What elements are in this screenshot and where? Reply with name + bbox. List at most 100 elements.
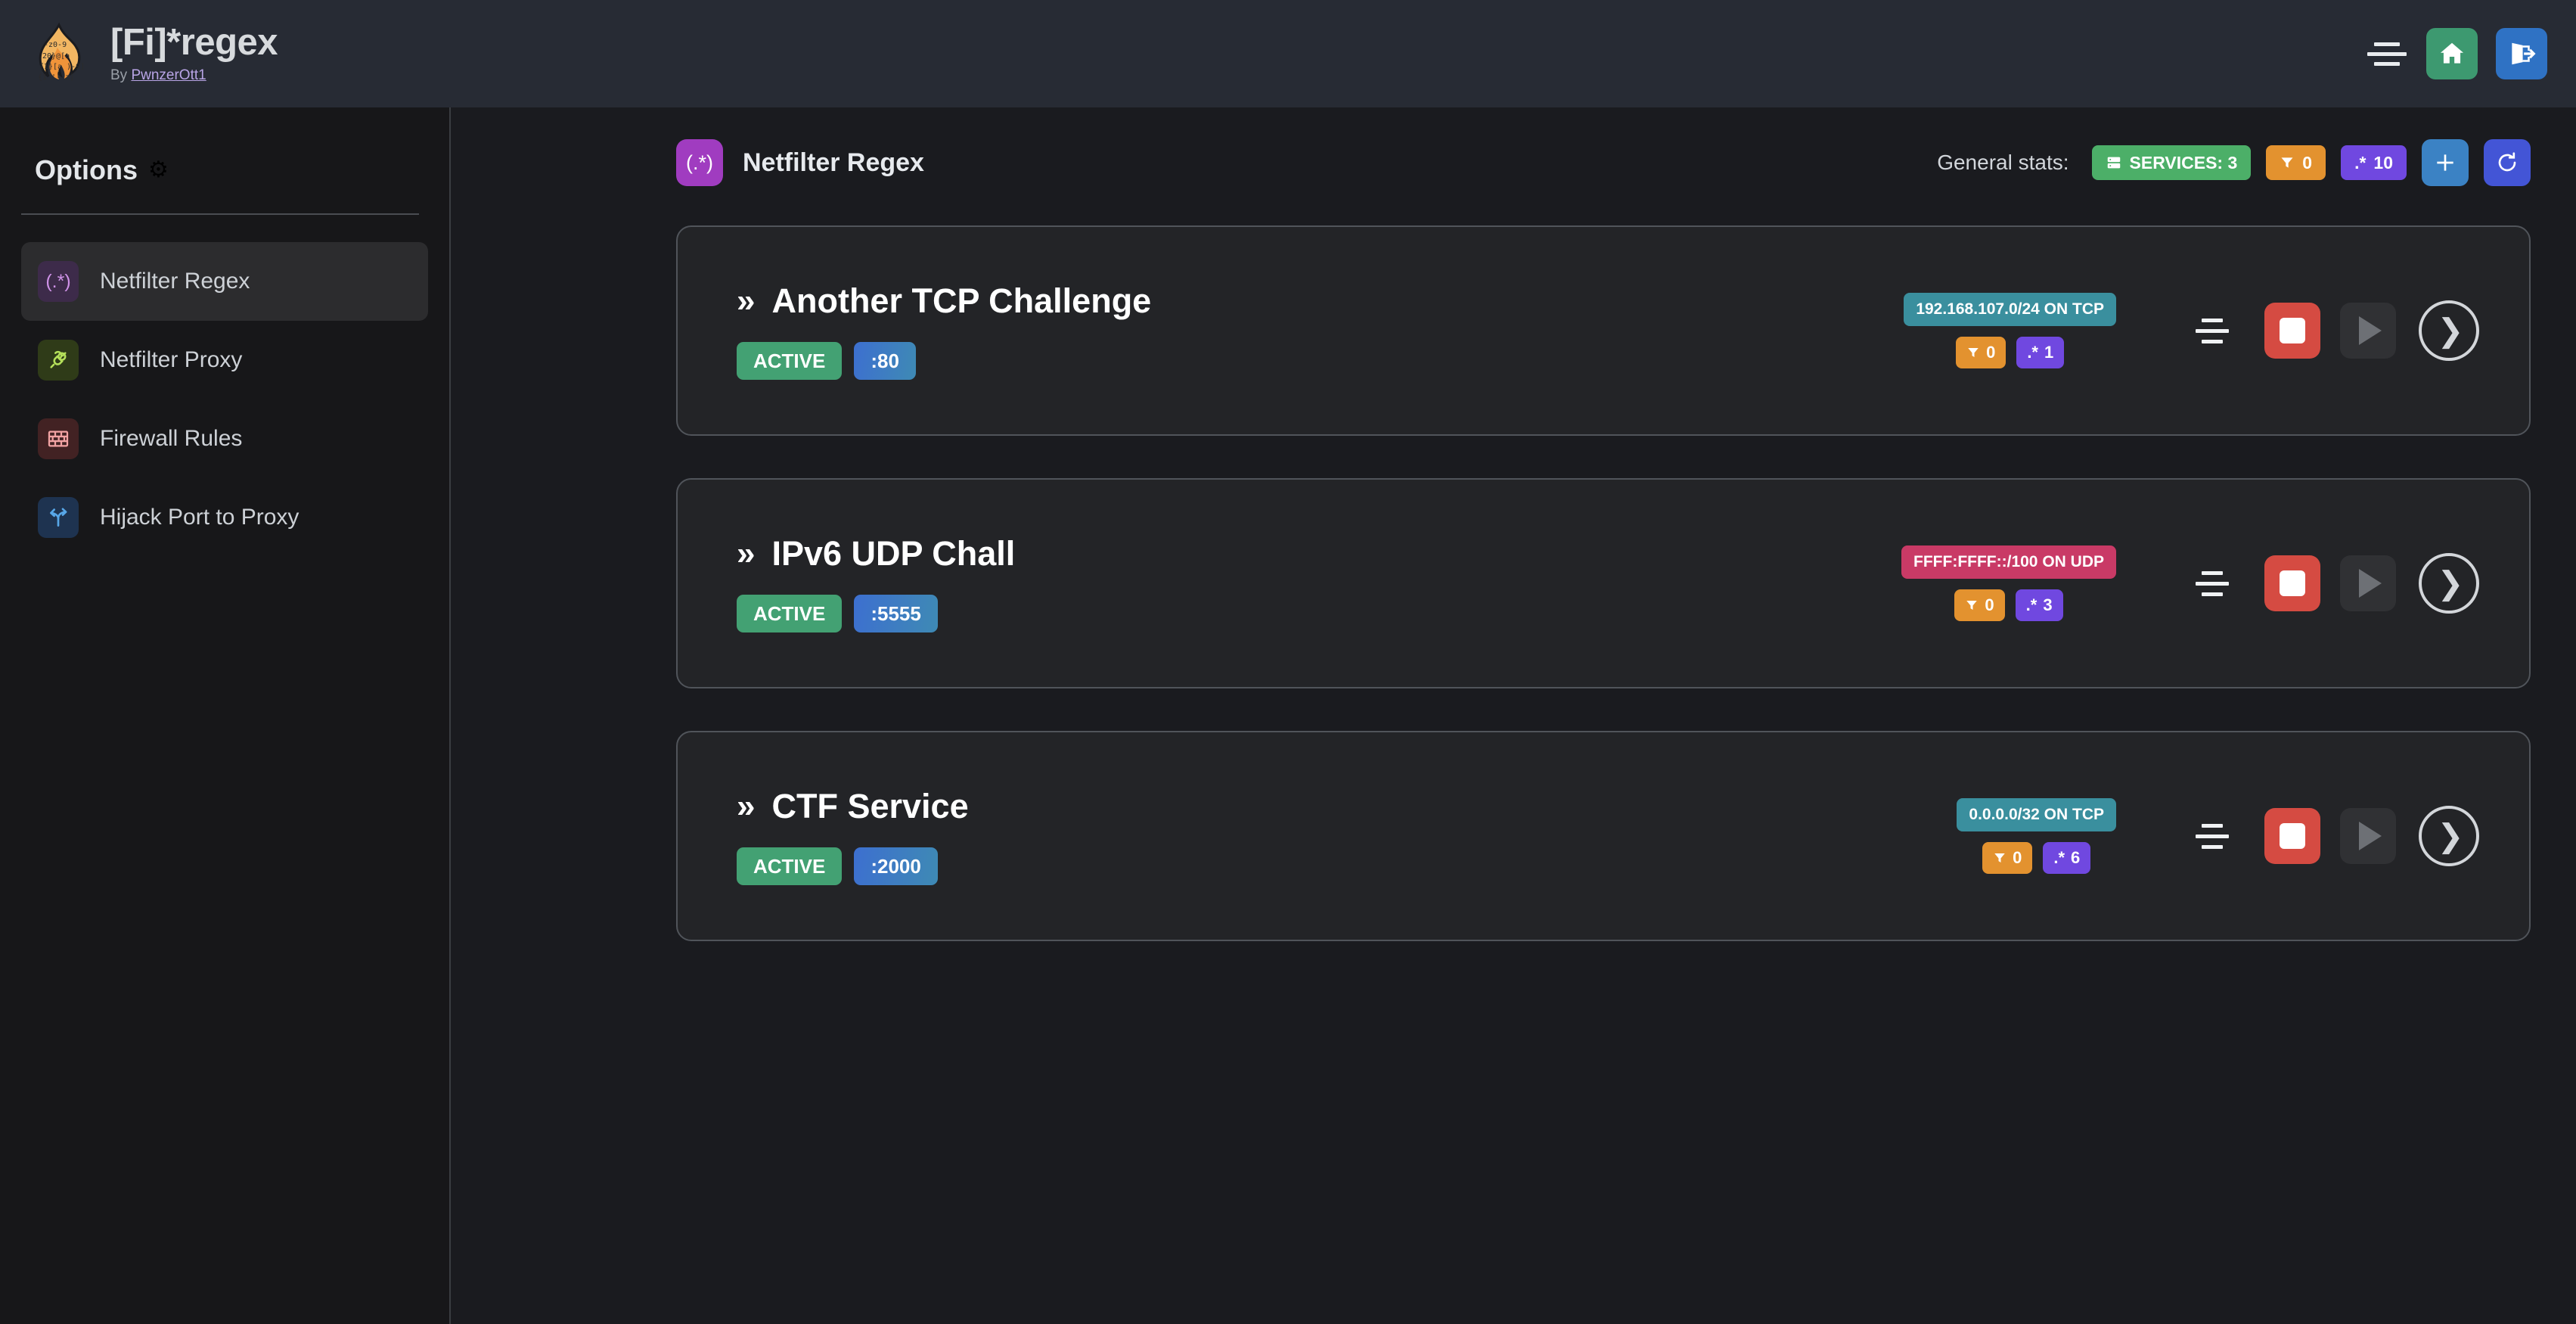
network-badge: 192.168.107.0/24 ON TCP <box>1904 293 2116 326</box>
regex-count-value: 10 <box>2373 152 2393 172</box>
hamburger-menu-icon[interactable] <box>2366 33 2408 75</box>
page-header: (.*) Netfilter Regex General stats: SERV… <box>676 139 2531 186</box>
service-counters: 0 .* 3 <box>1954 589 2063 621</box>
service-title-row: » Another TCP Challenge <box>737 281 1151 321</box>
regex-glyph-icon: .* <box>2027 343 2038 362</box>
drag-handle[interactable] <box>2180 318 2245 343</box>
stop-icon <box>2280 823 2305 849</box>
service-filter-badge: 0 <box>1982 842 2033 874</box>
status-badge: ACTIVE <box>737 595 843 632</box>
stop-button[interactable] <box>2264 808 2320 864</box>
service-regex-badge: .* 6 <box>2043 842 2091 874</box>
service-filter-count: 0 <box>1986 343 1996 362</box>
open-service-button[interactable]: ❯ <box>2419 300 2479 361</box>
status-badge: ACTIVE <box>737 342 843 380</box>
service-card[interactable]: » IPv6 UDP Chall ACTIVE :5555 FFFF:FFFF:… <box>676 478 2531 688</box>
service-info: » IPv6 UDP Chall ACTIVE :5555 <box>737 534 1015 632</box>
service-filter-badge: 0 <box>1956 337 2006 368</box>
home-icon <box>2440 42 2464 64</box>
port-badge: :80 <box>854 342 916 380</box>
service-filter-count: 0 <box>2013 848 2022 867</box>
service-regex-count: 3 <box>2043 595 2053 614</box>
service-actions: 0.0.0.0/32 ON TCP 0 .* 6 <box>1957 798 2479 874</box>
service-filter-badge: 0 <box>1954 589 2005 621</box>
regex-page-icon: (.*) <box>676 139 723 186</box>
port-badge: :2000 <box>854 847 938 885</box>
gear-icon: ⚙ <box>147 157 169 182</box>
port-badge: :5555 <box>854 595 938 632</box>
flame-regex-logo-icon: -z0-9 20}@[a {1}[a )-9] {1 '- z] <box>26 22 89 85</box>
sidebar-item-netfilter-proxy[interactable]: Netfilter Proxy <box>21 321 428 399</box>
service-title: CTF Service <box>771 787 969 825</box>
plus-icon <box>2437 154 2453 171</box>
logout-button[interactable] <box>2496 28 2547 79</box>
open-service-button[interactable]: ❯ <box>2419 806 2479 866</box>
shuffle-icon <box>38 497 79 538</box>
filter-icon <box>2281 157 2293 168</box>
service-card[interactable]: » CTF Service ACTIVE :2000 0.0.0.0/32 ON… <box>676 731 2531 941</box>
play-button[interactable] <box>2340 555 2396 611</box>
sidebar-item-firewall-rules[interactable]: Firewall Rules <box>21 399 428 478</box>
play-button[interactable] <box>2340 303 2396 359</box>
service-title: IPv6 UDP Chall <box>771 534 1016 573</box>
service-title: Another TCP Challenge <box>771 281 1152 320</box>
author-link[interactable]: PwnzerOtt1 <box>131 67 206 83</box>
network-info: 192.168.107.0/24 ON TCP 0 .* 1 <box>1904 293 2116 368</box>
sidebar-item-netfilter-regex[interactable]: (.*) Netfilter Regex <box>21 242 428 321</box>
chevron-double-right-icon: » <box>737 535 756 572</box>
regex-count-badge: .* 10 <box>2341 145 2407 180</box>
service-chips: ACTIVE :5555 <box>737 595 1015 632</box>
service-filter-count: 0 <box>1985 595 1994 614</box>
chevron-right-icon: ❯ <box>2437 818 2464 853</box>
play-icon <box>2359 316 2382 345</box>
stop-button[interactable] <box>2264 555 2320 611</box>
network-badge: FFFF:FFFF::/100 ON UDP <box>1901 545 2116 579</box>
sidebar-item-label: Hijack Port to Proxy <box>100 505 299 530</box>
sidebar-item-label: Netfilter Proxy <box>100 347 243 372</box>
firewall-icon <box>38 418 79 459</box>
refresh-icon <box>2498 152 2516 172</box>
brand: -z0-9 20}@[a {1}[a )-9] {1 '- z] [Fi]*re… <box>26 22 278 85</box>
play-icon <box>2359 822 2382 850</box>
service-title-row: » IPv6 UDP Chall <box>737 534 1015 573</box>
sidebar-item-label: Firewall Rules <box>100 426 243 451</box>
service-actions: 192.168.107.0/24 ON TCP 0 .* 1 <box>1904 293 2479 368</box>
sidebar-nav: (.*) Netfilter Regex Netfilter Proxy <box>0 242 449 557</box>
header-actions <box>2366 28 2547 79</box>
sidebar-header: Options ⚙ <box>35 154 449 186</box>
sidebar: Options ⚙ (.*) Netfilter Regex Netfilter… <box>0 107 451 1324</box>
service-chips: ACTIVE :2000 <box>737 847 969 885</box>
drag-handle[interactable] <box>2180 570 2245 596</box>
chevron-right-icon: ❯ <box>2437 565 2464 601</box>
chevron-double-right-icon: » <box>737 788 756 825</box>
service-regex-badge: .* 1 <box>2016 337 2065 368</box>
play-icon <box>2359 569 2382 598</box>
regex-icon: (.*) <box>38 261 79 302</box>
sidebar-item-hijack-port-to-proxy[interactable]: Hijack Port to Proxy <box>21 478 428 557</box>
refresh-button[interactable] <box>2484 139 2531 186</box>
drag-handle[interactable] <box>2180 823 2245 849</box>
byline-prefix: By <box>110 67 132 83</box>
svg-text:{1}[a )-9]: {1}[a )-9] <box>39 63 85 71</box>
options-title: Options <box>35 154 138 185</box>
filter-count-value: 0 <box>2302 152 2313 172</box>
add-service-button[interactable] <box>2422 139 2469 186</box>
filter-icon <box>1968 348 1979 357</box>
svg-text:20}@[a: 20}@[a <box>42 52 70 61</box>
service-chips: ACTIVE :80 <box>737 342 1151 380</box>
home-button[interactable] <box>2426 28 2478 79</box>
play-button[interactable] <box>2340 808 2396 864</box>
logout-icon <box>2512 42 2536 65</box>
service-regex-badge: .* 3 <box>2015 589 2063 621</box>
regex-glyph-icon: .* <box>2053 848 2065 867</box>
service-counters: 0 .* 1 <box>1956 337 2065 368</box>
stop-icon <box>2280 318 2305 343</box>
open-service-button[interactable]: ❯ <box>2419 553 2479 614</box>
service-actions: FFFF:FFFF::/100 ON UDP 0 .* 3 <box>1901 545 2479 621</box>
stop-button[interactable] <box>2264 303 2320 359</box>
filter-icon <box>1966 601 1978 610</box>
svg-text:-z0-9: -z0-9 <box>44 41 67 49</box>
service-card[interactable]: » Another TCP Challenge ACTIVE :80 192.1… <box>676 225 2531 436</box>
service-info: » CTF Service ACTIVE :2000 <box>737 787 969 885</box>
network-info: FFFF:FFFF::/100 ON UDP 0 .* 3 <box>1901 545 2116 621</box>
